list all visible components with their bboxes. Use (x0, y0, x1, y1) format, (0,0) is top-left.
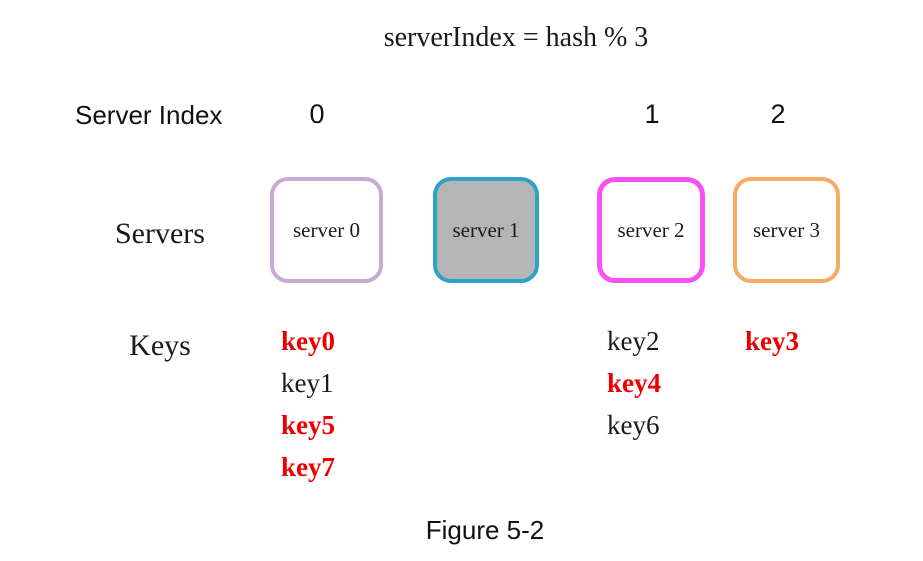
key-label-key0: key0 (281, 326, 335, 356)
server-box-0: server 0 (270, 177, 383, 283)
key-label-key4: key4 (607, 368, 661, 398)
key-label-key5: key5 (281, 410, 335, 440)
server-index-value-1: 1 (644, 99, 660, 129)
key-label-key6: key6 (607, 410, 660, 440)
server-box-3: server 3 (733, 177, 840, 283)
row-label-keys: Keys (129, 329, 191, 362)
key-label-key2: key2 (607, 326, 660, 356)
row-label-servers: Servers (115, 217, 205, 250)
key-label-key3: key3 (745, 326, 799, 356)
server-box-1-offline: server 1 (433, 177, 539, 283)
figure-caption: Figure 5-2 (425, 515, 545, 545)
server-box-2-label: server 2 (617, 217, 685, 242)
server-index-value-2: 2 (770, 99, 786, 129)
key-column-server-2: key2 key4 key6 (607, 320, 661, 446)
formula-title: serverIndex = hash % 3 (383, 22, 649, 53)
server-box-2: server 2 (597, 177, 705, 283)
row-label-server-index: Server Index (75, 100, 223, 130)
server-box-3-label: server 3 (752, 217, 821, 242)
key-label-key1: key1 (281, 368, 334, 398)
server-index-value-0: 0 (309, 99, 325, 129)
server-box-1-label: server 1 (452, 217, 520, 242)
key-column-server-0: key0 key1 key5 key7 (281, 320, 335, 488)
key-column-server-3: key3 (745, 320, 799, 362)
key-label-key7: key7 (281, 452, 335, 482)
server-box-0-label: server 0 (292, 217, 361, 242)
